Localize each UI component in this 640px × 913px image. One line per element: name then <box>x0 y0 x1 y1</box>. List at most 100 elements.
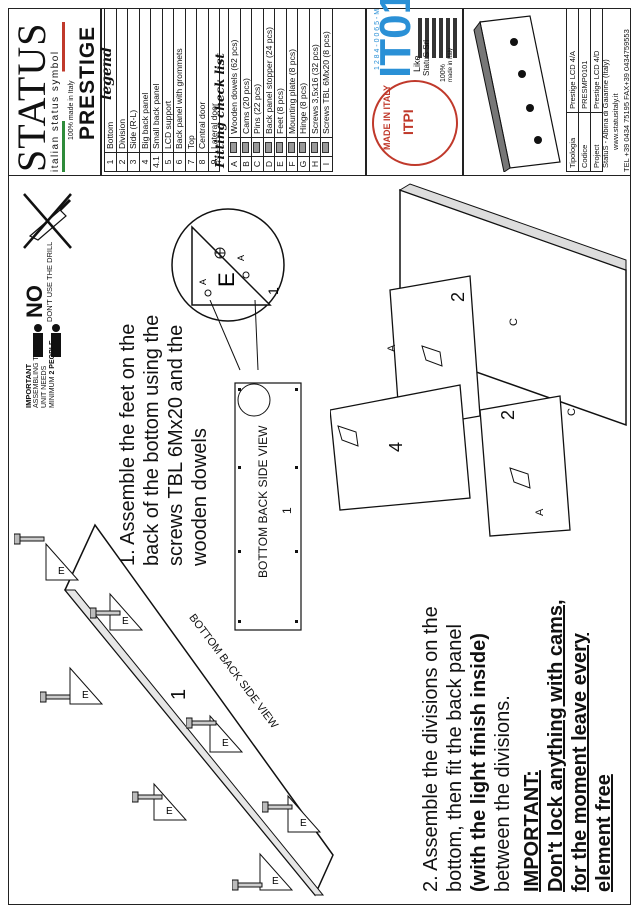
two-people-icon <box>33 324 61 357</box>
zoom-label-e: E <box>214 272 239 287</box>
zoom-connector <box>209 300 259 371</box>
info-key: Tipologia <box>566 112 579 172</box>
fitting-name: Cams (20 pcs) <box>240 8 252 138</box>
fitting-key: E <box>274 156 286 172</box>
part-number: 1 <box>104 152 116 172</box>
itpi-badge: ITPI <box>400 109 416 135</box>
fitting-key: G <box>297 156 309 172</box>
registration-code: 1 2 8 4 - 0 0 6 5 - M <box>374 8 381 70</box>
fitting-name: Feet (8 pcs) <box>274 8 286 138</box>
fitting-name: Screws TBL 6Mx20 (8 pcs) <box>320 8 332 138</box>
fitting-row: H Screws 3,5x16 (32 pcs) <box>309 8 321 172</box>
important-label: IMPORTANT <box>24 363 33 408</box>
foot-icon: E <box>287 794 322 833</box>
people-text: 2 PEOPLE <box>49 340 56 375</box>
title-block <box>8 8 631 176</box>
step2-line1: 2. Assemble the divisions on the <box>420 606 442 892</box>
foot-icon: E <box>69 666 104 705</box>
fitting-title: Fitting check list <box>213 53 227 168</box>
grommet-icon <box>518 70 526 78</box>
screw-icon <box>232 879 263 891</box>
fitting-row: A Wooden dowels (62 pcs) <box>228 8 240 172</box>
part-name: Back panel with grommets <box>173 8 185 153</box>
foot-icon: E <box>45 542 80 581</box>
part-number: 7 <box>185 152 197 172</box>
product-name: PRESTIGE <box>76 25 99 140</box>
unit-needs-label: UNIT NEEDS <box>41 365 48 408</box>
svg-text:E: E <box>300 818 307 829</box>
product-sketch <box>473 15 561 172</box>
website: www.statusitaly.it <box>611 93 620 150</box>
screw-icon <box>40 691 71 703</box>
step2-important: IMPORTANT: <box>521 770 543 892</box>
svg-text:E: E <box>122 616 129 627</box>
fitting-icon <box>286 137 298 157</box>
division-label-2b: 2 <box>498 409 518 420</box>
part-name: Small back panel <box>150 8 162 153</box>
dowel-hole-icon <box>204 289 212 297</box>
fitting-name: Wooden dowels (62 pcs) <box>228 8 240 138</box>
brand-logo: STATUS <box>9 22 54 173</box>
address: StatuS - Albina di Gaiarine (Italy) <box>601 59 610 168</box>
fitting-key: A <box>228 156 240 172</box>
svg-text:E: E <box>272 876 279 887</box>
fitting-name: Screws 3,5x16 (32 pcs) <box>309 8 321 138</box>
part-number: 4.1 <box>150 152 162 172</box>
pin-label-c1: C <box>508 318 520 326</box>
zoom-label-a2: A <box>236 255 246 261</box>
fitting-icon <box>240 137 252 157</box>
minimum-text: MINIMUM <box>49 376 56 409</box>
part-number: 6 <box>173 152 185 172</box>
info-value: Prestige LCD 4/A <box>566 8 579 113</box>
fitting-icon <box>320 137 332 157</box>
svg-text:E: E <box>82 690 89 701</box>
step2-line4: between the divisions. <box>492 695 514 892</box>
fitting-key: B <box>240 156 252 172</box>
screw-icon <box>90 607 121 619</box>
part-name: LCD support <box>162 8 174 153</box>
page-frame <box>8 8 631 905</box>
fitting-row: B Cams (20 pcs) <box>240 8 252 172</box>
dowel-hole-icon <box>242 271 250 279</box>
foot-icon: E <box>209 714 244 753</box>
fitting-key: H <box>309 156 321 172</box>
fitting-icon <box>309 137 321 157</box>
division-label-2a: 2 <box>448 291 468 302</box>
grommet-icon <box>534 136 542 144</box>
divisions-assembly <box>330 183 627 537</box>
fitting-name: Hinge (8 pcs) <box>297 8 309 138</box>
fitting-name: Mounting plate (8 pcs) <box>286 8 298 138</box>
screw-icon <box>14 533 45 545</box>
flag-icon <box>62 22 65 172</box>
part-name: Bottom <box>104 8 116 153</box>
divider <box>100 8 102 176</box>
phone: TEL +39 0434 75195 FAX+39 0434759553 <box>622 29 631 172</box>
pin-label-c2: C <box>566 408 578 416</box>
fitting-key: I <box>320 156 332 172</box>
grommet-icon <box>510 38 518 46</box>
fitting-name: Back panel stopper (24 pcs) <box>263 8 275 138</box>
bottom-part-number: 1 <box>168 688 190 700</box>
fitting-icon <box>274 137 286 157</box>
part-name: Division <box>116 8 128 153</box>
no-drill-icon <box>23 193 72 249</box>
bottom-back-view <box>234 382 302 631</box>
like-label: Like <box>412 55 422 72</box>
part-number: 8 <box>196 152 208 172</box>
made-in-italy-seal <box>372 80 458 166</box>
part-name: Central door <box>196 8 208 153</box>
fitting-row: G Hinge (8 pcs) <box>297 8 309 172</box>
info-value: PRESMP0101 <box>578 8 591 113</box>
foot-icon: E <box>153 782 188 821</box>
pct-label: 100% <box>440 64 447 82</box>
part-name: Side (R-L) <box>127 8 139 153</box>
no-drill-label: DON'T USE THE DRILL <box>45 241 54 322</box>
zoom-detail: E A A 1 <box>171 208 285 322</box>
